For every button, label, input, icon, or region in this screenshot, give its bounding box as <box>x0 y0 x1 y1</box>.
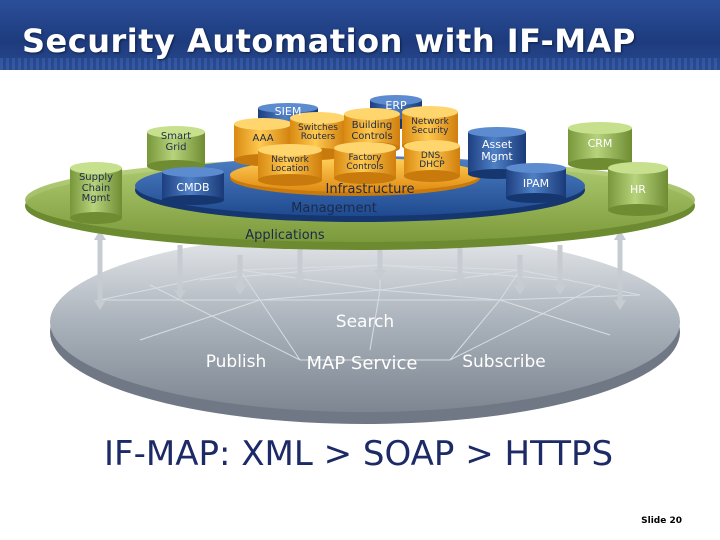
layer-management-label: Management <box>291 201 377 216</box>
label-smart: Smart <box>160 131 192 142</box>
layer-infrastructure-label: Infrastructure <box>325 182 415 197</box>
label-supply-chain: Supply Chain Mgmt <box>72 172 120 205</box>
cylinder-supply-chain <box>70 162 122 224</box>
cylinder-asset-mgmt <box>468 127 526 179</box>
publish-label: Publish <box>205 352 267 372</box>
label-controls: Controls <box>351 130 393 142</box>
cylinder-hr <box>608 162 668 216</box>
label-controls-2: Controls <box>346 162 384 173</box>
label-dns: DNS, <box>420 151 444 161</box>
title-bar: Security Automation with IF-MAP <box>0 0 720 70</box>
cylinder-ipam <box>506 163 566 203</box>
label-factory: Factory <box>348 153 382 163</box>
label-asset-mgmt: Asset Mgmt <box>470 139 524 162</box>
label-erp: ERP <box>385 99 407 112</box>
label-dns-dhcp: DNS, DHCP <box>408 151 456 171</box>
label-cmdb: CMDB <box>176 181 210 194</box>
title-bar-stripes <box>0 58 720 70</box>
label-asset: Asset <box>481 138 513 151</box>
cylinder-smart-grid <box>147 126 205 172</box>
layer-applications-label: Applications <box>245 228 325 243</box>
label-building-controls: Building Controls <box>346 120 398 142</box>
label-mgmt-2: Mgmt <box>81 193 111 204</box>
protocol-stack-label: IF-MAP: XML > SOAP > HTTPS <box>104 434 614 474</box>
label-factory-controls: Factory Controls <box>338 153 392 173</box>
label-location: Location <box>270 164 310 175</box>
label-aaa: AAA <box>252 133 274 144</box>
label-smart-grid: Smart Grid <box>150 131 202 153</box>
cylinder-network-location <box>258 144 322 186</box>
label-grid: Grid <box>165 141 187 153</box>
label-siem: SIEM <box>274 105 302 118</box>
label-network: Network <box>411 117 449 127</box>
label-mgmt: Mgmt <box>481 149 513 163</box>
cylinder-cmdb <box>162 167 224 205</box>
cylinder-crm <box>568 122 632 170</box>
label-hr: HR <box>630 183 646 196</box>
search-label: Search <box>335 312 395 332</box>
slide-title: Security Automation with IF-MAP <box>22 22 636 60</box>
map-service-label: MAP Service <box>306 353 418 374</box>
slide-number: Slide 20 <box>641 516 682 526</box>
label-chain: Chain <box>81 182 111 194</box>
label-dhcp: DHCP <box>419 160 445 171</box>
arrow-heads <box>94 230 626 310</box>
label-supply: Supply <box>78 172 114 183</box>
label-routers: Routers <box>300 132 336 143</box>
label-switches-routers: Switches Routers <box>292 123 344 143</box>
label-network-location: Network Location <box>262 155 318 175</box>
cylinder-factory-controls <box>334 142 396 184</box>
label-network-2: Network <box>271 155 309 165</box>
label-security: Security <box>411 126 449 137</box>
label-crm: CRM <box>587 137 613 150</box>
label-switches: Switches <box>298 123 338 133</box>
subscribe-label: Subscribe <box>462 352 546 372</box>
cylinder-dns-dhcp <box>404 140 460 182</box>
label-network-security: Network Security <box>404 117 456 137</box>
label-ipam: IPAM <box>522 177 550 190</box>
label-building: Building <box>351 120 393 131</box>
